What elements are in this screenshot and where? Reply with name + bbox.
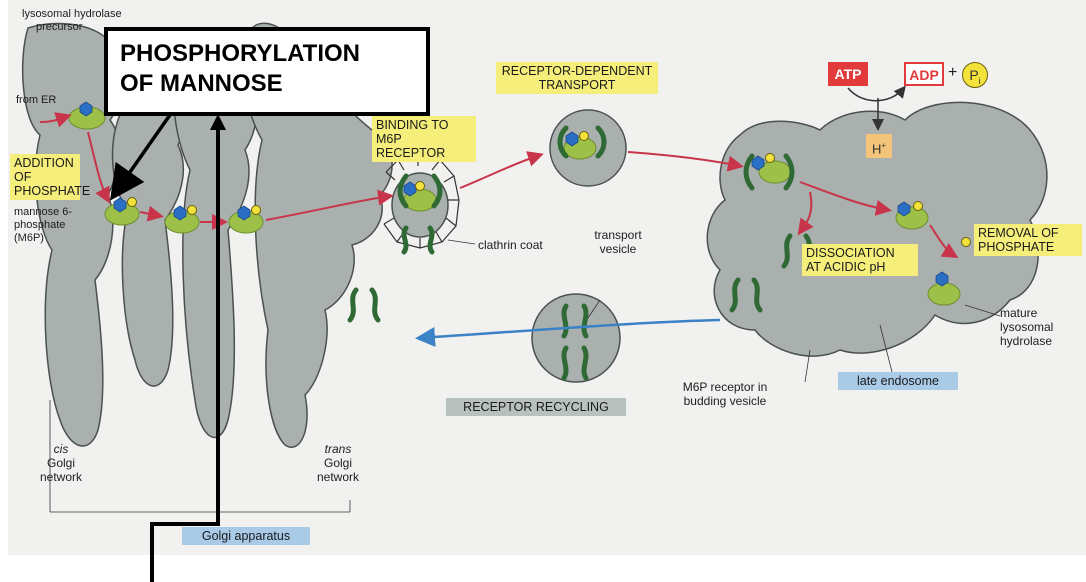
callout-line-2: OF MANNOSE	[120, 69, 426, 99]
label-receptor-recycling: RECEPTOR RECYCLING	[446, 398, 626, 416]
inorganic-phosphate-chip: Pi	[962, 62, 988, 88]
label-m6p-receptor-in-budding-vesicle: M6P receptor in budding vesicle	[660, 380, 790, 408]
label-receptor-dependent-transport: RECEPTOR-DEPENDENT TRANSPORT	[496, 62, 658, 94]
label-mannose-6-phosphate: mannose 6- phosphate (M6P)	[14, 206, 72, 245]
phosphorylation-callout: PHOSPHORYLATION OF MANNOSE	[104, 27, 430, 116]
proton-chip: H+	[866, 134, 892, 158]
label-clathrin-coat: clathrin coat	[478, 238, 543, 252]
label-addition-of-phosphate: ADDITION OF PHOSPHATE	[10, 154, 80, 200]
label-binding-to-m6p-receptor: BINDING TO M6P RECEPTOR	[372, 116, 476, 162]
adp-chip: ADP	[904, 62, 944, 86]
atp-chip: ATP	[828, 62, 868, 86]
label-from-er: from ER	[16, 94, 56, 107]
label-lysosomal-hydrolase-precursor: lysosomal hydrolase precursor	[22, 8, 122, 34]
label-removal-of-phosphate: REMOVAL OF PHOSPHATE	[974, 224, 1082, 256]
label-trans-golgi-network: trans Golgi network	[308, 442, 368, 484]
label-dissociation-at-acidic-ph: DISSOCIATION AT ACIDIC pH	[802, 244, 918, 276]
label-golgi-apparatus: Golgi apparatus	[182, 527, 310, 545]
label-cis-golgi-network: cis Golgi network	[36, 442, 86, 484]
plus-sign: +	[948, 66, 957, 80]
recycling-vesicle	[532, 294, 620, 382]
callout-line-1: PHOSPHORYLATION	[120, 39, 426, 69]
label-mature-lysosomal-hydrolase: mature lysosomal hydrolase	[1000, 306, 1053, 348]
label-transport-vesicle: transport vesicle	[578, 228, 658, 256]
label-late-endosome: late endosome	[838, 372, 958, 390]
